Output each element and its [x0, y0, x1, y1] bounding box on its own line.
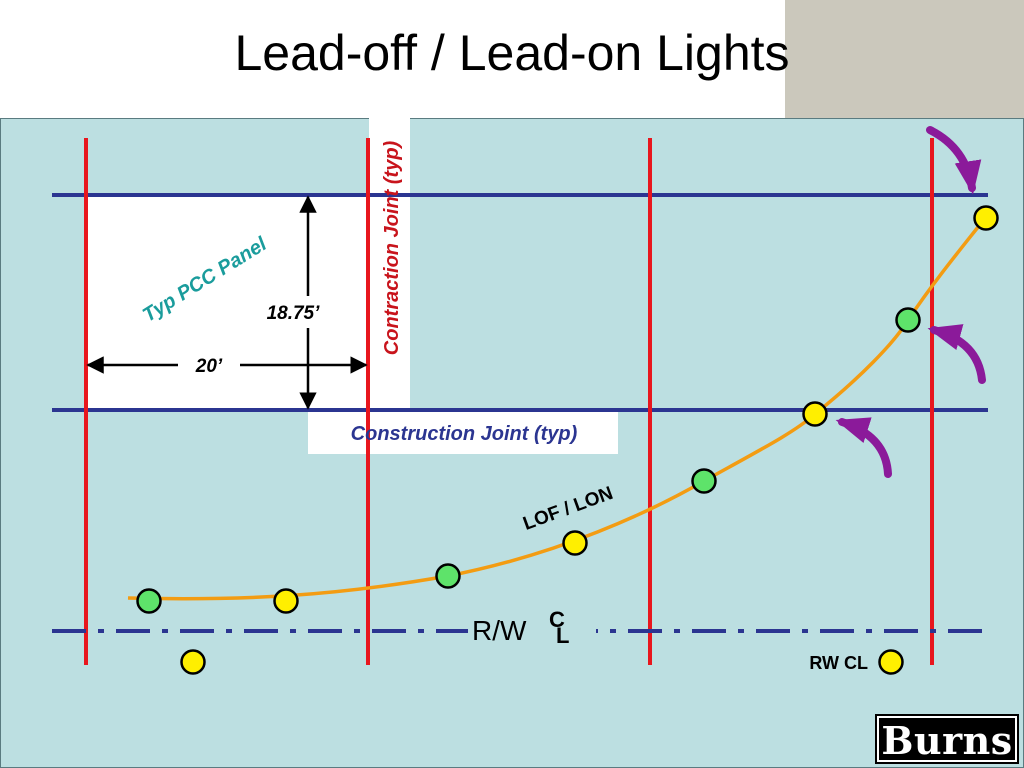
width-dimension-label: 18.75’	[267, 303, 321, 324]
centerline-symbol-l: L	[556, 623, 569, 648]
length-dimension-label: 20’	[195, 356, 223, 377]
pointer-arrow-top	[926, 126, 982, 195]
light-4	[562, 530, 588, 556]
lights	[136, 205, 999, 675]
slide-title: Lead-off / Lead-on Lights	[234, 25, 790, 81]
light-5	[691, 468, 717, 494]
construction-joint-label: Construction Joint (typ)	[351, 423, 578, 445]
contraction-label-band	[369, 118, 410, 410]
light-1	[136, 588, 162, 614]
centerline-label-band	[468, 612, 596, 648]
light-8	[973, 205, 999, 231]
contraction-joint-label: Contraction Joint (typ)	[381, 140, 403, 355]
centerline-symbol-c: C	[549, 607, 565, 632]
pointer-arrow-bottom	[835, 417, 892, 478]
rw-cl-label: RW CL	[809, 653, 868, 673]
light-3	[435, 563, 461, 589]
pointer-arrow-middle	[927, 324, 986, 384]
rw-label: R/W	[472, 615, 527, 646]
light-9	[180, 649, 206, 675]
light-7	[895, 307, 921, 333]
corner-tab	[785, 0, 1024, 118]
construction-label-band	[308, 410, 618, 454]
pcc-panel	[86, 195, 368, 409]
light-6	[802, 401, 828, 427]
light-10	[878, 649, 904, 675]
diagram-canvas: Typ PCC Panel 18.75’ 20’ Contraction Joi…	[0, 118, 1024, 768]
burns-logo: Burns	[875, 714, 1019, 764]
light-2	[273, 588, 299, 614]
